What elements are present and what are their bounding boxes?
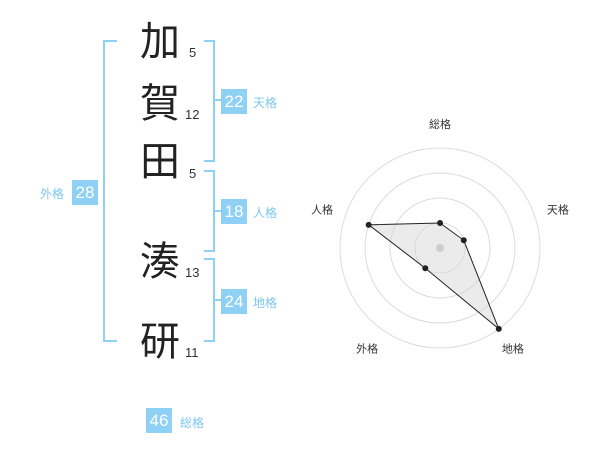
radar-axis-label-5: 人格 <box>311 203 333 217</box>
radar-point-3 <box>495 325 502 332</box>
gaikaku-bracket <box>103 40 117 342</box>
chikaku-tick <box>215 299 221 301</box>
stroke-count-1: 5 <box>189 45 197 60</box>
radar-axis-label-3: 地格 <box>502 341 524 355</box>
chikaku-value: 24 <box>221 289 247 314</box>
gaikaku-value: 28 <box>72 180 98 205</box>
name-char-5: 研 <box>140 319 180 365</box>
radar-polygon <box>367 222 500 330</box>
name-char-3: 田 <box>140 139 180 185</box>
radar-ring-2 <box>389 197 491 299</box>
name-char-2: 賀 <box>140 81 180 127</box>
soukaku-value: 46 <box>146 408 172 433</box>
soukaku-label: 総格 <box>180 416 205 430</box>
radar-axis-label-4: 外格 <box>356 341 378 355</box>
tenkaku-value: 22 <box>221 89 247 114</box>
tenkaku-label: 天格 <box>253 96 278 110</box>
tenkaku-bracket <box>204 40 215 162</box>
jinkaku-tick <box>215 210 221 212</box>
stroke-count-5: 11 <box>185 345 199 360</box>
radar-ring-4 <box>339 147 541 349</box>
jinkaku-value: 18 <box>221 199 247 224</box>
radar-center-dot <box>436 244 444 252</box>
radar-point-4 <box>422 265 429 272</box>
chikaku-label: 地格 <box>253 296 278 310</box>
name-char-1: 加 <box>140 19 180 65</box>
radar-axis-label-1: 総格 <box>429 117 451 131</box>
stroke-count-4: 13 <box>185 265 200 280</box>
gaikaku-label: 外格 <box>40 187 65 201</box>
stroke-count-3: 5 <box>189 166 197 181</box>
tenkaku-tick <box>215 99 221 101</box>
radar-point-1 <box>437 220 443 226</box>
radar-point-5 <box>365 221 372 228</box>
jinkaku-label: 人格 <box>253 206 278 220</box>
stroke-count-2: 12 <box>185 107 200 122</box>
jinkaku-bracket <box>204 170 215 252</box>
chikaku-bracket <box>204 258 215 342</box>
radar-ring-3 <box>364 172 516 324</box>
name-char-4: 湊 <box>140 239 180 285</box>
radar-axis-label-2: 天格 <box>547 203 569 217</box>
radar-point-2 <box>460 237 467 244</box>
